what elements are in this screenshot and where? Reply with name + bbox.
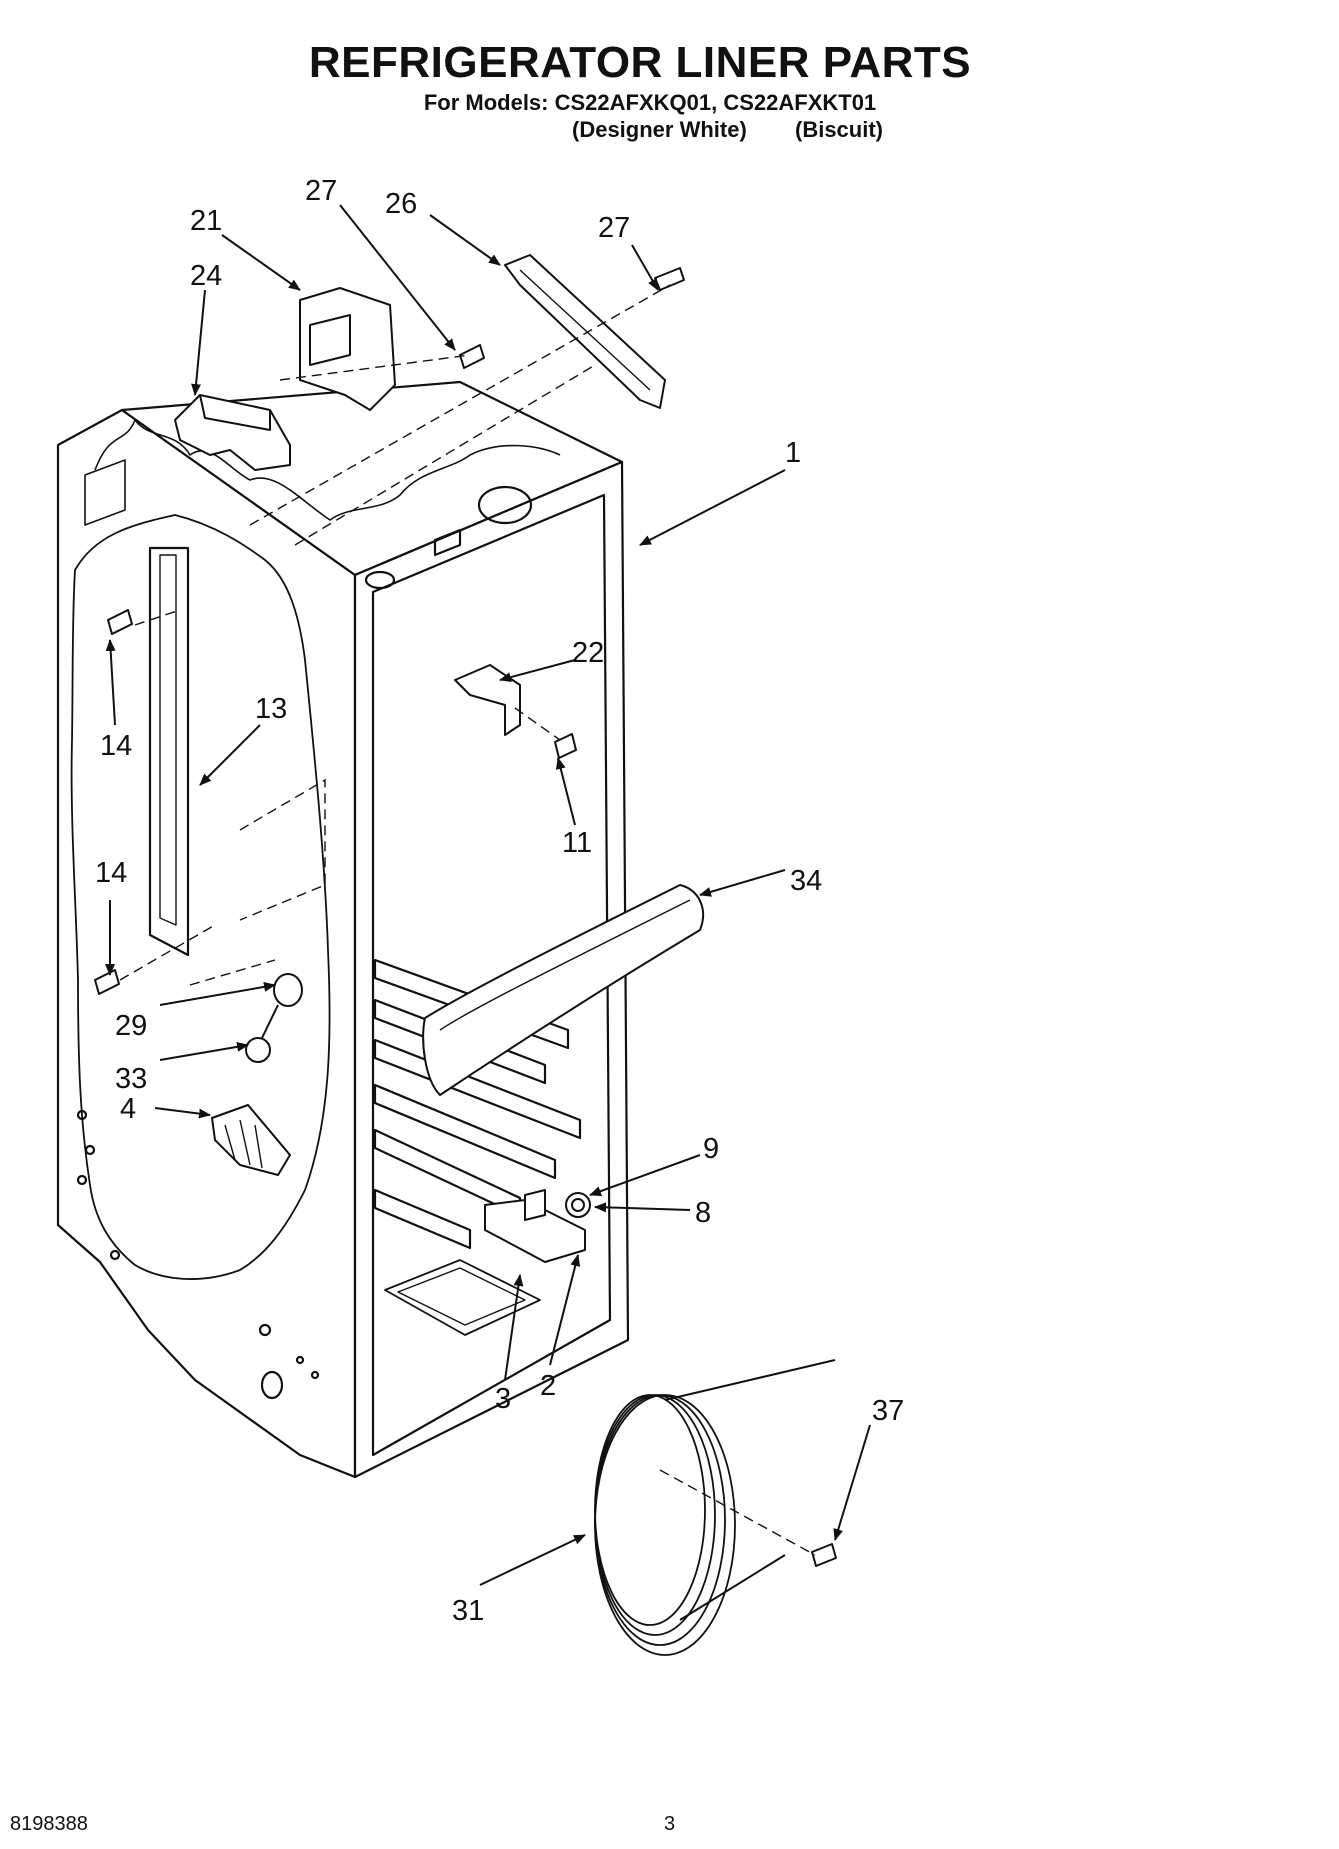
callout-9: 9: [703, 1133, 719, 1165]
callout-11: 11: [562, 827, 592, 859]
callout-arrows: [105, 204, 871, 1586]
callout-1: 1: [785, 437, 801, 469]
callout-8: 8: [695, 1197, 711, 1229]
model-numbers: For Models: CS22AFXKQ01, CS22AFXKT01: [423, 90, 877, 115]
finish-designer-white: (Designer White): [572, 117, 747, 142]
callout-2: 2: [540, 1370, 556, 1402]
callout-21: 21: [190, 205, 222, 237]
callout-27-right: 27: [598, 212, 630, 244]
callout-14-lower: 14: [95, 857, 127, 889]
callout-24: 24: [190, 260, 222, 292]
callout-22: 22: [572, 637, 604, 669]
callout-14-upper: 14: [100, 730, 132, 762]
callout-27-left: 27: [305, 175, 337, 207]
callout-labels: 1 2 3 4 8 9 11 13 14 14 21 22 24 26 27 2…: [95, 175, 904, 1627]
page-title: REFRIGERATOR LINER PARTS: [308, 38, 972, 87]
finish-biscuit: (Biscuit): [795, 117, 883, 142]
alignment-lines: [119, 284, 816, 1556]
parts: [94, 254, 837, 1656]
refrigerator-liner: [56, 380, 630, 1479]
page-number: 3: [664, 1813, 676, 1835]
callout-26: 26: [385, 188, 417, 220]
callout-13: 13: [255, 693, 287, 725]
callout-33: 33: [115, 1063, 147, 1095]
callout-37: 37: [872, 1395, 904, 1427]
document-number: 8198388: [10, 1813, 88, 1835]
callout-29: 29: [115, 1010, 147, 1042]
callout-3: 3: [495, 1383, 511, 1415]
callout-31: 31: [452, 1595, 484, 1627]
callout-4: 4: [120, 1093, 136, 1125]
callout-34: 34: [790, 865, 822, 897]
